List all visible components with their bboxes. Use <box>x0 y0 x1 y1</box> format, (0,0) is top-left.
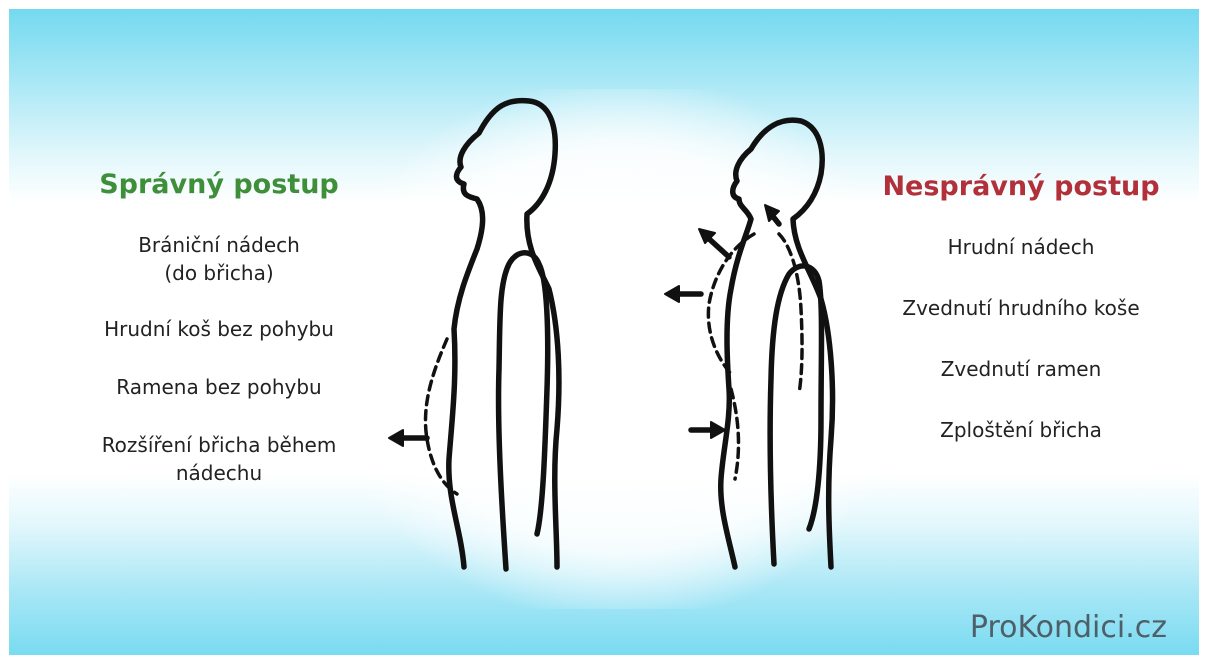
incorrect-item-3: Zvednutí ramen <box>871 355 1171 383</box>
correct-item-2: Hrudní koš bez pohybu <box>59 315 379 343</box>
correct-item-1: Brániční nádech (do břicha) <box>59 231 379 287</box>
incorrect-figure <box>665 120 833 567</box>
incorrect-heading: Nesprávný postup <box>871 171 1171 203</box>
correct-item-1-line-2: (do břicha) <box>164 261 273 285</box>
correct-item-4: Rozšíření břicha během nádechu <box>59 431 379 487</box>
incorrect-shoulder-lift <box>779 234 802 394</box>
incorrect-arrow-2-head <box>665 286 679 302</box>
correct-item-2-line-1: Hrudní koš bez pohybu <box>104 317 334 341</box>
incorrect-item-4: Zploštění břicha <box>871 416 1171 444</box>
correct-figure-arm <box>499 253 548 569</box>
correct-column: Správný postup Brániční nádech (do břich… <box>59 169 379 515</box>
correct-figure <box>389 101 559 569</box>
correct-arrow-head <box>389 430 403 446</box>
incorrect-item-2: Zvednutí hrudního koše <box>871 294 1171 322</box>
correct-item-3: Ramena bez pohybu <box>59 373 379 401</box>
incorrect-item-1: Hrudní nádech <box>871 233 1171 261</box>
incorrect-arrow-4-head <box>711 422 725 438</box>
infographic-card: Správný postup Brániční nádech (do břich… <box>9 9 1199 655</box>
correct-item-4-line-1: Rozšíření břicha během <box>102 433 337 457</box>
correct-item-3-line-1: Ramena bez pohybu <box>116 375 321 399</box>
incorrect-arrow-1 <box>707 237 729 257</box>
incorrect-belly-flatten <box>731 389 738 479</box>
site-watermark: ProKondici.cz <box>970 610 1167 645</box>
correct-item-1-line-1: Brániční nádech <box>138 233 300 257</box>
incorrect-column: Nesprávný postup Hrudní nádech Zvednutí … <box>871 171 1171 477</box>
correct-item-4-line-2: nádechu <box>176 461 262 485</box>
incorrect-figure-arm <box>770 266 821 564</box>
correct-heading: Správný postup <box>59 169 379 201</box>
